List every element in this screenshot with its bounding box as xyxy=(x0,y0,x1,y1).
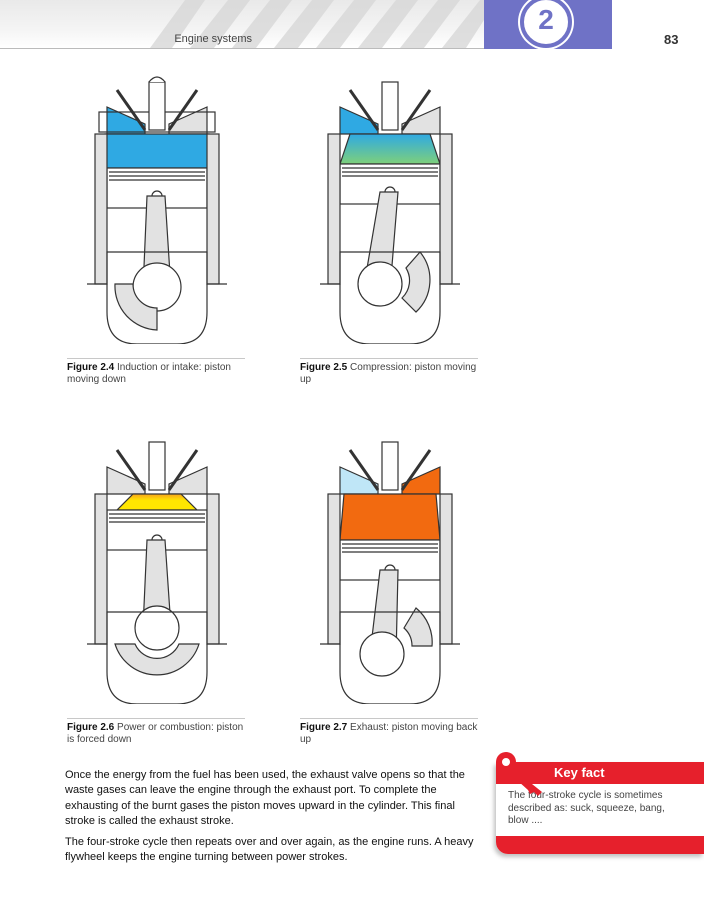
chapter-badge: 2 xyxy=(520,0,572,48)
figure-label: Figure 2.4 xyxy=(67,362,114,373)
figure-caption: Figure 2.6 Power or combustion: piston i… xyxy=(67,718,245,746)
engine-diagram-compression xyxy=(320,72,460,344)
body-text: Once the energy from the fuel has been u… xyxy=(65,768,485,872)
key-fact-footer-bar xyxy=(496,836,704,854)
body-paragraph: The four-stroke cycle then repeats over … xyxy=(65,835,485,866)
figure-intake: Figure 2.4 Induction or intake: piston m… xyxy=(87,72,265,344)
page-number: 83 xyxy=(664,32,678,47)
figure-compression: Figure 2.5 Compression: piston moving up xyxy=(320,72,498,344)
engine-diagram-intake xyxy=(87,72,227,344)
figure-exhaust: Figure 2.7 Exhaust: piston moving back u… xyxy=(320,432,498,704)
chapter-tab: 2 xyxy=(484,0,612,49)
body-paragraph: Once the energy from the fuel has been u… xyxy=(65,768,485,829)
key-fact-box: Key fact The four-stroke cycle is someti… xyxy=(492,750,704,860)
header-rule xyxy=(0,48,484,49)
figure-power: Figure 2.6 Power or combustion: piston i… xyxy=(87,432,265,704)
engine-diagram-power xyxy=(87,432,227,704)
figure-label: Figure 2.6 xyxy=(67,722,114,733)
engine-diagram-exhaust xyxy=(320,432,460,704)
key-icon xyxy=(492,750,552,796)
chapter-number: 2 xyxy=(524,4,568,36)
figure-label: Figure 2.5 xyxy=(300,362,347,373)
figure-label: Figure 2.7 xyxy=(300,722,347,733)
figure-caption: Figure 2.4 Induction or intake: piston m… xyxy=(67,358,245,386)
section-title: Engine systems xyxy=(174,33,252,45)
header-band: Engine systems xyxy=(0,0,484,48)
figure-caption: Figure 2.7 Exhaust: piston moving back u… xyxy=(300,718,478,746)
figure-caption: Figure 2.5 Compression: piston moving up xyxy=(300,358,478,386)
key-fact-title: Key fact xyxy=(554,765,605,780)
